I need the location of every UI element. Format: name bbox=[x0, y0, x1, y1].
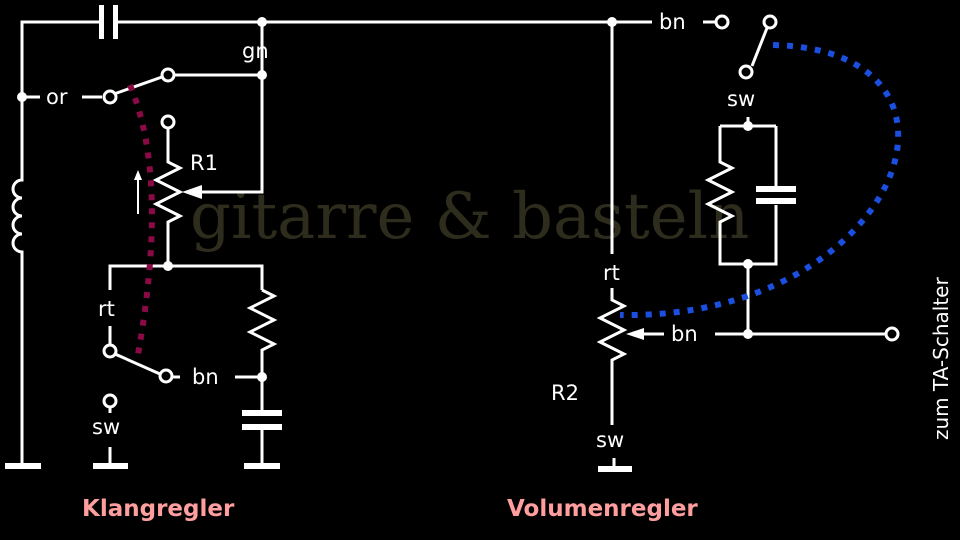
middle-wire bbox=[108, 264, 264, 290]
title-tone-control: Klangregler bbox=[82, 496, 235, 522]
capacitor-top bbox=[99, 5, 118, 39]
label-gn: gn bbox=[242, 39, 269, 63]
volume-control-circuit: bn sw rt bn R2 sw Volumenregler bbox=[507, 10, 902, 522]
title-volume-control: Volumenregler bbox=[507, 496, 698, 522]
capacitor-plate bbox=[756, 198, 796, 204]
ground-left-3 bbox=[244, 463, 280, 469]
wiper-arrow-icon bbox=[182, 185, 202, 199]
watermark: gitarre & basteln bbox=[190, 180, 749, 254]
r1-wiper-wire bbox=[200, 75, 264, 194]
switch-terminal[interactable] bbox=[160, 67, 176, 83]
sw-terminal[interactable] bbox=[102, 393, 118, 409]
label-bn-left: bn bbox=[192, 365, 219, 389]
bn-terminal[interactable] bbox=[714, 14, 730, 30]
capacitor-plate bbox=[242, 424, 282, 430]
label-sw-right: sw bbox=[727, 87, 755, 111]
ground-left-2 bbox=[93, 463, 128, 469]
tone-linkage-dotted bbox=[127, 83, 155, 361]
inductor-coil bbox=[11, 160, 24, 293]
top-wire bbox=[20, 20, 612, 160]
side-label-ta-switch: zum TA-Schalter bbox=[929, 277, 953, 440]
switch-terminal[interactable] bbox=[762, 14, 778, 30]
capacitor-plate bbox=[756, 186, 796, 192]
label-rt-left: rt bbox=[98, 297, 115, 321]
junction bbox=[257, 17, 267, 27]
switch-terminal[interactable] bbox=[738, 64, 754, 80]
ta-switch-terminal[interactable] bbox=[884, 326, 900, 342]
label-or: or bbox=[46, 85, 68, 109]
resistor-left-branch bbox=[246, 288, 278, 377]
tone-control-circuit: or gn R1 rt bn sw bbox=[5, 5, 612, 522]
volume-switch-lever[interactable] bbox=[750, 27, 769, 67]
label-bn-top: bn bbox=[659, 10, 686, 34]
switch-terminal[interactable] bbox=[102, 343, 118, 359]
switch-terminal[interactable] bbox=[102, 89, 118, 105]
label-sw-left: sw bbox=[92, 415, 120, 439]
rc-parallel-network bbox=[704, 126, 778, 266]
label-sw-right-ground: sw bbox=[596, 428, 624, 452]
junction bbox=[743, 329, 753, 339]
label-rt-right: rt bbox=[603, 261, 620, 285]
capacitor-plate bbox=[242, 410, 282, 416]
switch-terminal[interactable] bbox=[158, 368, 174, 384]
tone-switch-2-lever[interactable] bbox=[114, 352, 161, 376]
r1-terminal[interactable] bbox=[160, 114, 176, 130]
junction bbox=[163, 261, 173, 271]
junction bbox=[743, 121, 753, 131]
label-r1: R1 bbox=[190, 151, 218, 175]
volume-linkage-dotted bbox=[619, 42, 902, 319]
ground-left-1 bbox=[5, 463, 41, 469]
r1-resistor bbox=[152, 128, 184, 266]
r2-resistor bbox=[596, 288, 628, 425]
label-bn-right: bn bbox=[671, 322, 698, 346]
tone-switch-lever[interactable] bbox=[113, 75, 163, 96]
wiper-arrow-icon bbox=[626, 328, 644, 340]
ground-right bbox=[598, 466, 632, 472]
label-r2: R2 bbox=[551, 381, 579, 405]
